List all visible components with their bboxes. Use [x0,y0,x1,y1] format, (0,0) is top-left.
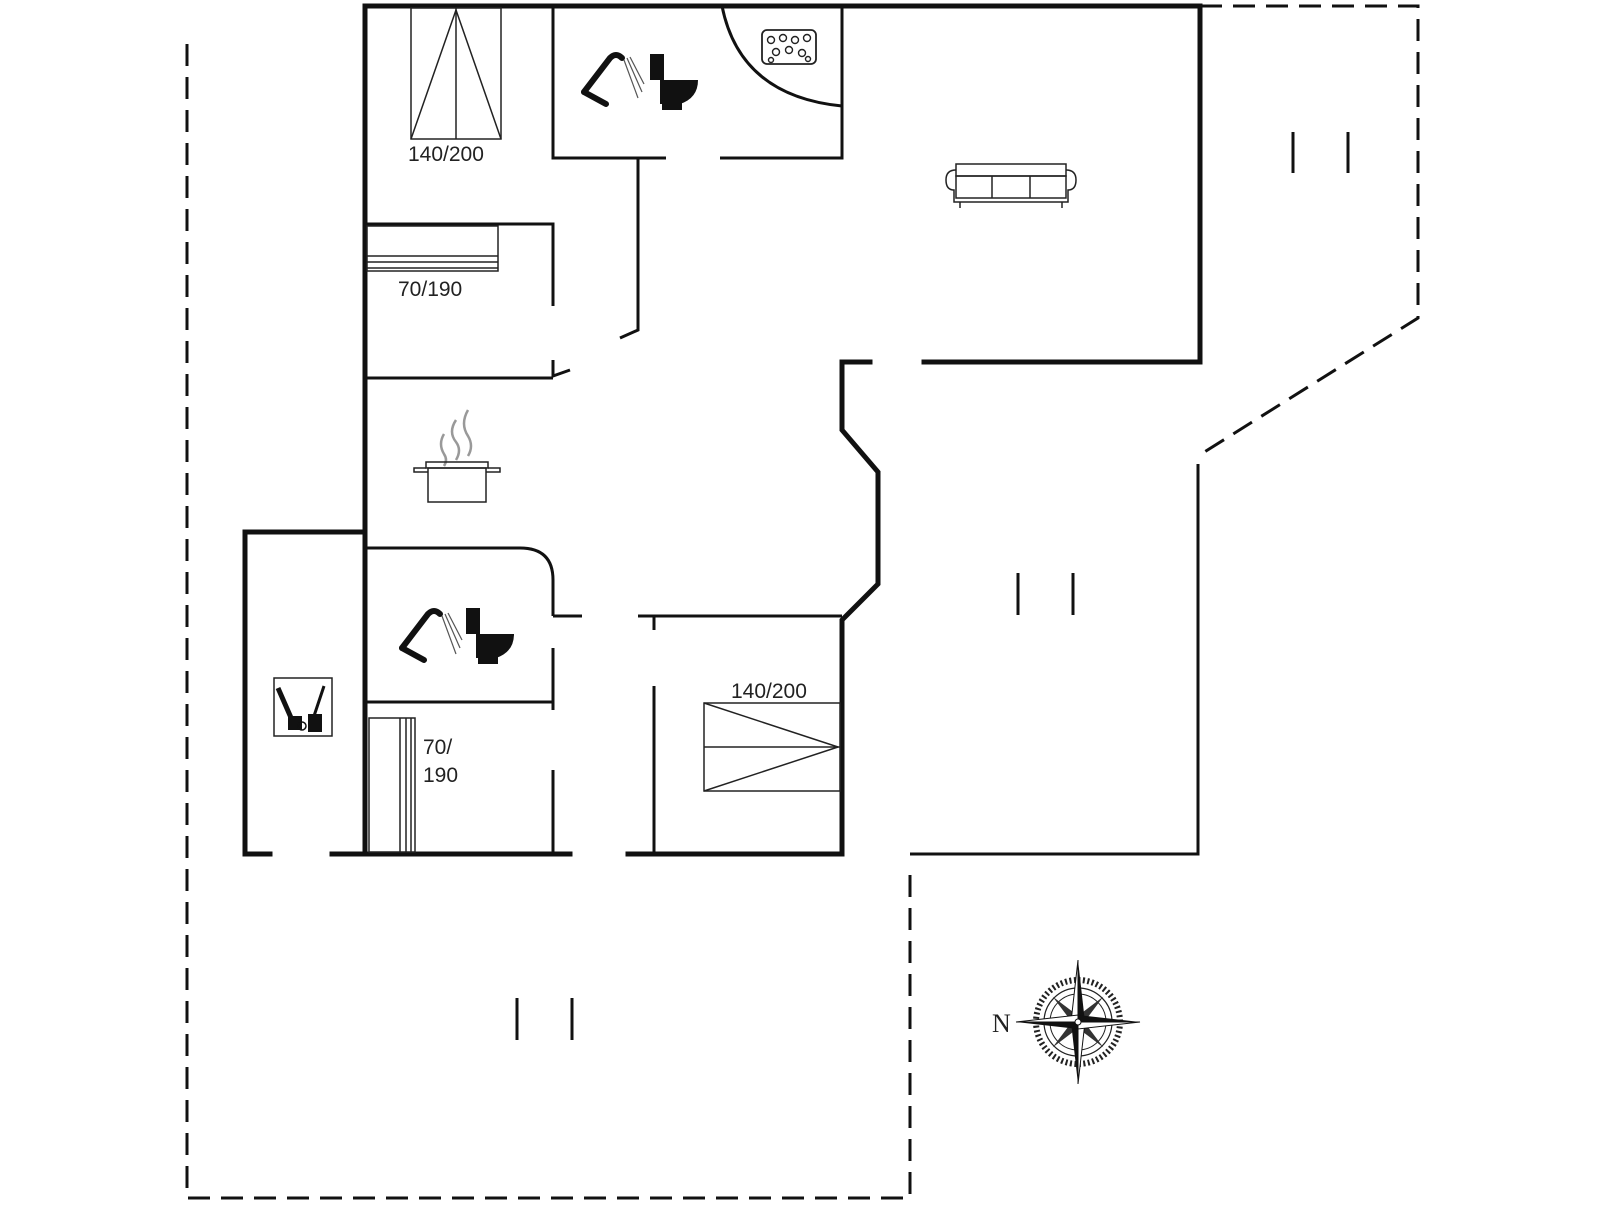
interior-walls [365,6,844,854]
annex-wall [910,464,1200,856]
bed-size-label: 140/200 [731,680,807,703]
utility-room-icon [273,677,333,737]
door-swing [720,5,843,108]
bed-size-label: 70/190 [398,278,462,301]
terrace-outlines [185,4,1420,1200]
cooking-pot-icon [413,409,501,503]
sofa-icon [945,163,1077,208]
double-bed-icon [410,7,502,140]
compass-rose-icon [1015,959,1141,1085]
toilet-icon [650,54,698,110]
terrace-marker-icon [1016,573,1075,615]
single-bed-icon [368,717,416,853]
terrace-marker-icon [1291,132,1350,173]
bed-size-label: 140/200 [408,143,484,166]
shower-icon [581,52,645,107]
terrace-marker-icon [515,998,574,1040]
toilet-icon [466,608,514,664]
double-bed-icon [703,702,841,792]
single-bed-icon [366,225,499,272]
compass-north-label: N [992,1009,1011,1038]
bed-size-label-line1: 70/ [423,736,452,759]
bed-size-label-line2: 190 [423,764,458,787]
hot-tub-icon [761,29,817,65]
shower-icon [399,608,463,663]
exterior-walls [242,3,1203,857]
